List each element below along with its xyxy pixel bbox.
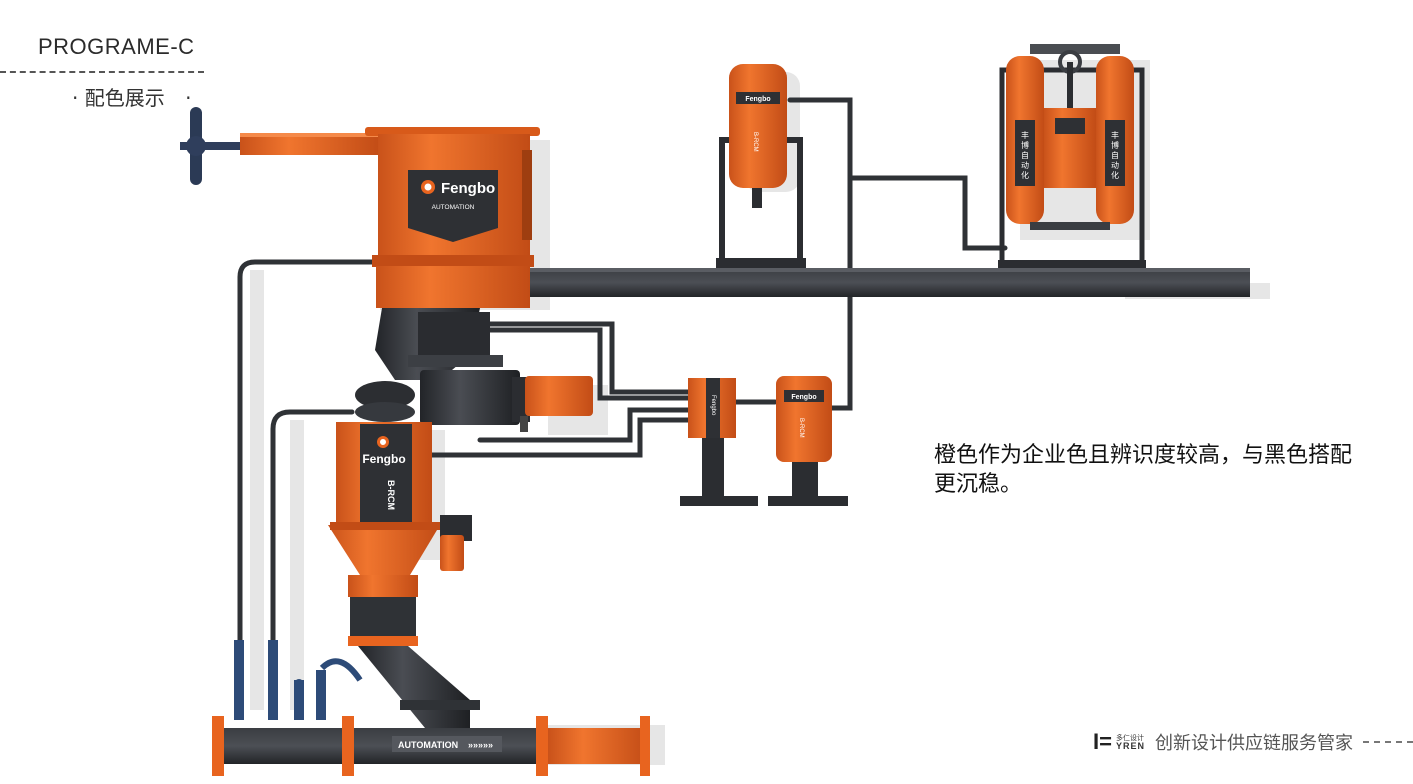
footer-slogan: 创新设计供应链服务管家: [1155, 733, 1353, 754]
feeder-brand: Fengbo: [441, 180, 495, 197]
receiver-brand: Fengbo: [745, 96, 770, 103]
receiver-model: B-RCM: [752, 132, 758, 152]
filter-tank-model: B-RCM: [798, 418, 804, 438]
rotary-feeder: Fengbo AUTOMATION: [365, 127, 540, 308]
hose-lines: [237, 97, 1008, 703]
filter-tank: Fengbo B-RCM: [768, 376, 848, 506]
conveying-pipe: AUTOMATION »»»»»: [212, 716, 650, 776]
pipe-arrows: »»»»»: [468, 740, 493, 750]
brcm-brand: Fengbo: [362, 452, 405, 466]
filter-tank-brand: Fengbo: [791, 394, 816, 401]
twin-tower-dryer: 丰博自动化 丰博自动化: [998, 44, 1146, 268]
program-title: PROGRAME-C: [38, 34, 195, 59]
main-beam: [520, 268, 1250, 297]
brcm-model: B-RCM: [386, 480, 396, 510]
y-branch-pipe: [358, 646, 480, 728]
transition-chute: [355, 308, 503, 422]
control-box-brand: Fengbo: [710, 395, 716, 416]
yren-logo-cn: 多仁设计: [1115, 734, 1144, 742]
brcm-unit: Fengbo B-RCM: [328, 422, 472, 646]
handwheel-valve: [180, 107, 380, 185]
dryer-right-label: 丰博自动化: [1111, 130, 1119, 180]
feeder-brand-sub: AUTOMATION: [432, 204, 475, 211]
color-scheme-description: 橙色作为企业色且辨识度较高，与黑色搭配更沉稳。: [934, 443, 1353, 497]
yren-logo-mark: I=: [1093, 729, 1112, 754]
injection-valves: [234, 640, 363, 720]
gear-motor: [420, 370, 593, 432]
subtitle-text: 配色展示: [84, 86, 165, 110]
subtitle: · 配色展示 ·: [72, 82, 191, 111]
yren-logo: I= 多仁设计 YREN: [1093, 729, 1145, 755]
yren-logo-en: YREN: [1115, 741, 1145, 751]
subtitle-bullet-right: ·: [185, 86, 192, 110]
dryer-left-label: 丰博自动化: [1021, 130, 1029, 180]
yren-logo-text: 多仁设计 YREN: [1115, 734, 1145, 751]
subtitle-bullet-left: ·: [72, 86, 79, 110]
footer: I= 多仁设计 YREN 创新设计供应链服务管家: [1093, 729, 1413, 755]
control-box: Fengbo: [680, 378, 758, 506]
title-divider: [0, 71, 204, 73]
air-receiver-tank: Fengbo B-RCM: [716, 64, 806, 268]
pipe-label: AUTOMATION: [398, 740, 458, 750]
footer-divider: [1363, 741, 1413, 743]
